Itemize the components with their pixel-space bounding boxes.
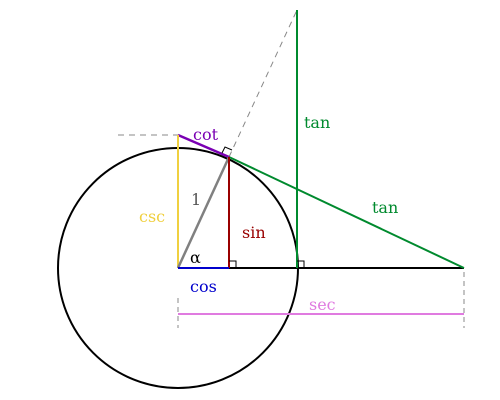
- radius-extension-dashed: [228, 9, 298, 158]
- alpha-label: α: [190, 248, 201, 267]
- csc-label: csc: [139, 207, 165, 226]
- sin-label: sin: [242, 223, 266, 242]
- sec-label: sec: [309, 295, 336, 314]
- right-angle-marker-sin: [229, 260, 237, 268]
- one-label: 1: [191, 190, 201, 209]
- cot-line: [177, 133, 230, 159]
- tan-vertical-label: tan: [304, 113, 330, 132]
- tan-slanted-label: tan: [372, 198, 398, 217]
- right-angle-marker-tan: [297, 260, 305, 268]
- cot-label: cot: [193, 125, 219, 144]
- cos-label: cos: [190, 277, 217, 296]
- right-angle-marker-tangent-point: [221, 146, 233, 154]
- radius-line: [176, 156, 231, 269]
- tan-tangent-line: [228, 156, 465, 269]
